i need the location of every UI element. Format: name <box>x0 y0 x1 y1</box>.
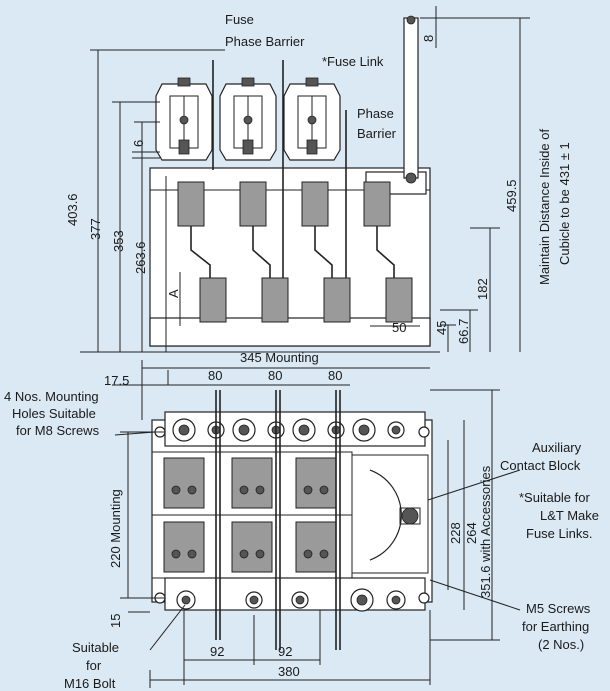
fuse-carrier-2 <box>219 77 277 161</box>
dim-6: 6 <box>131 140 146 147</box>
label-m16-bolt: M16 Bolt <box>64 676 116 691</box>
dim-17-5: 17.5 <box>104 373 129 388</box>
label-mounting-holes-1: 4 Nos. Mounting <box>4 389 99 404</box>
dim-353: 353 <box>111 230 126 252</box>
handle-spindle <box>401 507 419 525</box>
lower-terminals <box>199 277 413 323</box>
dim-80-c: 80 <box>328 368 342 383</box>
dim-50: 50 <box>392 320 406 335</box>
dim-380: 380 <box>278 664 300 679</box>
dim-92-b: 92 <box>278 644 292 659</box>
dim-403-6: 403.6 <box>65 193 80 226</box>
dim-15: 15 <box>108 614 123 628</box>
side-elevation <box>80 6 530 353</box>
base-plate <box>149 317 431 347</box>
dim-A: A <box>166 289 181 298</box>
dim-80-a: 80 <box>208 368 222 383</box>
front-view <box>112 360 521 688</box>
label-suitable: Suitable <box>72 640 119 655</box>
label-phase-barrier-top: Phase Barrier <box>225 34 305 49</box>
dim-264: 264 <box>464 522 479 544</box>
label-barrier: Barrier <box>357 126 397 141</box>
label-mounting-holes-2: Holes Suitable <box>12 406 96 421</box>
fuse-carrier-3 <box>283 77 341 161</box>
fuse-contacts <box>163 457 337 573</box>
label-2-nos: (2 Nos.) <box>538 637 584 652</box>
upper-terminals <box>177 181 391 227</box>
dim-377: 377 <box>88 218 103 240</box>
label-suitable-for: *Suitable for <box>519 490 590 505</box>
label-for-earthing: for Earthing <box>522 619 589 634</box>
label-fuse-links: Fuse Links. <box>526 526 592 541</box>
label-lt-make: L&T Make <box>540 508 599 523</box>
dim-459-5: 459.5 <box>504 179 519 212</box>
label-cubicle: Cubicle to be 431 ± 1 <box>557 142 572 265</box>
bottom-terminal-bolts <box>176 588 406 612</box>
dim-263-6: 263.6 <box>133 241 148 274</box>
dim-351-6: 351.6 with Accessories <box>478 465 493 598</box>
handle-dial <box>369 469 402 561</box>
dim-8: 8 <box>421 35 436 42</box>
label-maintain-distance: Maintain Distance Inside of <box>537 129 552 285</box>
dim-220-mounting: 220 Mounting <box>108 489 123 568</box>
label-auxiliary: Auxiliary <box>532 440 582 455</box>
label-for: for <box>86 658 102 673</box>
handle-shaft <box>403 17 419 179</box>
fuse-carrier-1 <box>155 77 213 161</box>
dim-66-7: 66.7 <box>456 319 471 344</box>
dim-182: 182 <box>475 278 490 300</box>
dim-92-a: 92 <box>210 644 224 659</box>
label-phase: Phase <box>357 106 394 121</box>
dim-45: 45 <box>434 321 449 335</box>
label-fuse-link: *Fuse Link <box>322 54 384 69</box>
label-fuse: Fuse <box>225 12 254 27</box>
dim-345-mounting: 345 Mounting <box>240 350 319 365</box>
label-contact-block: Contact Block <box>500 458 581 473</box>
label-mounting-holes-3: for M8 Screws <box>16 423 100 438</box>
label-m5-screws: M5 Screws <box>526 601 591 616</box>
dim-228: 228 <box>448 522 463 544</box>
dim-80-b: 80 <box>268 368 282 383</box>
